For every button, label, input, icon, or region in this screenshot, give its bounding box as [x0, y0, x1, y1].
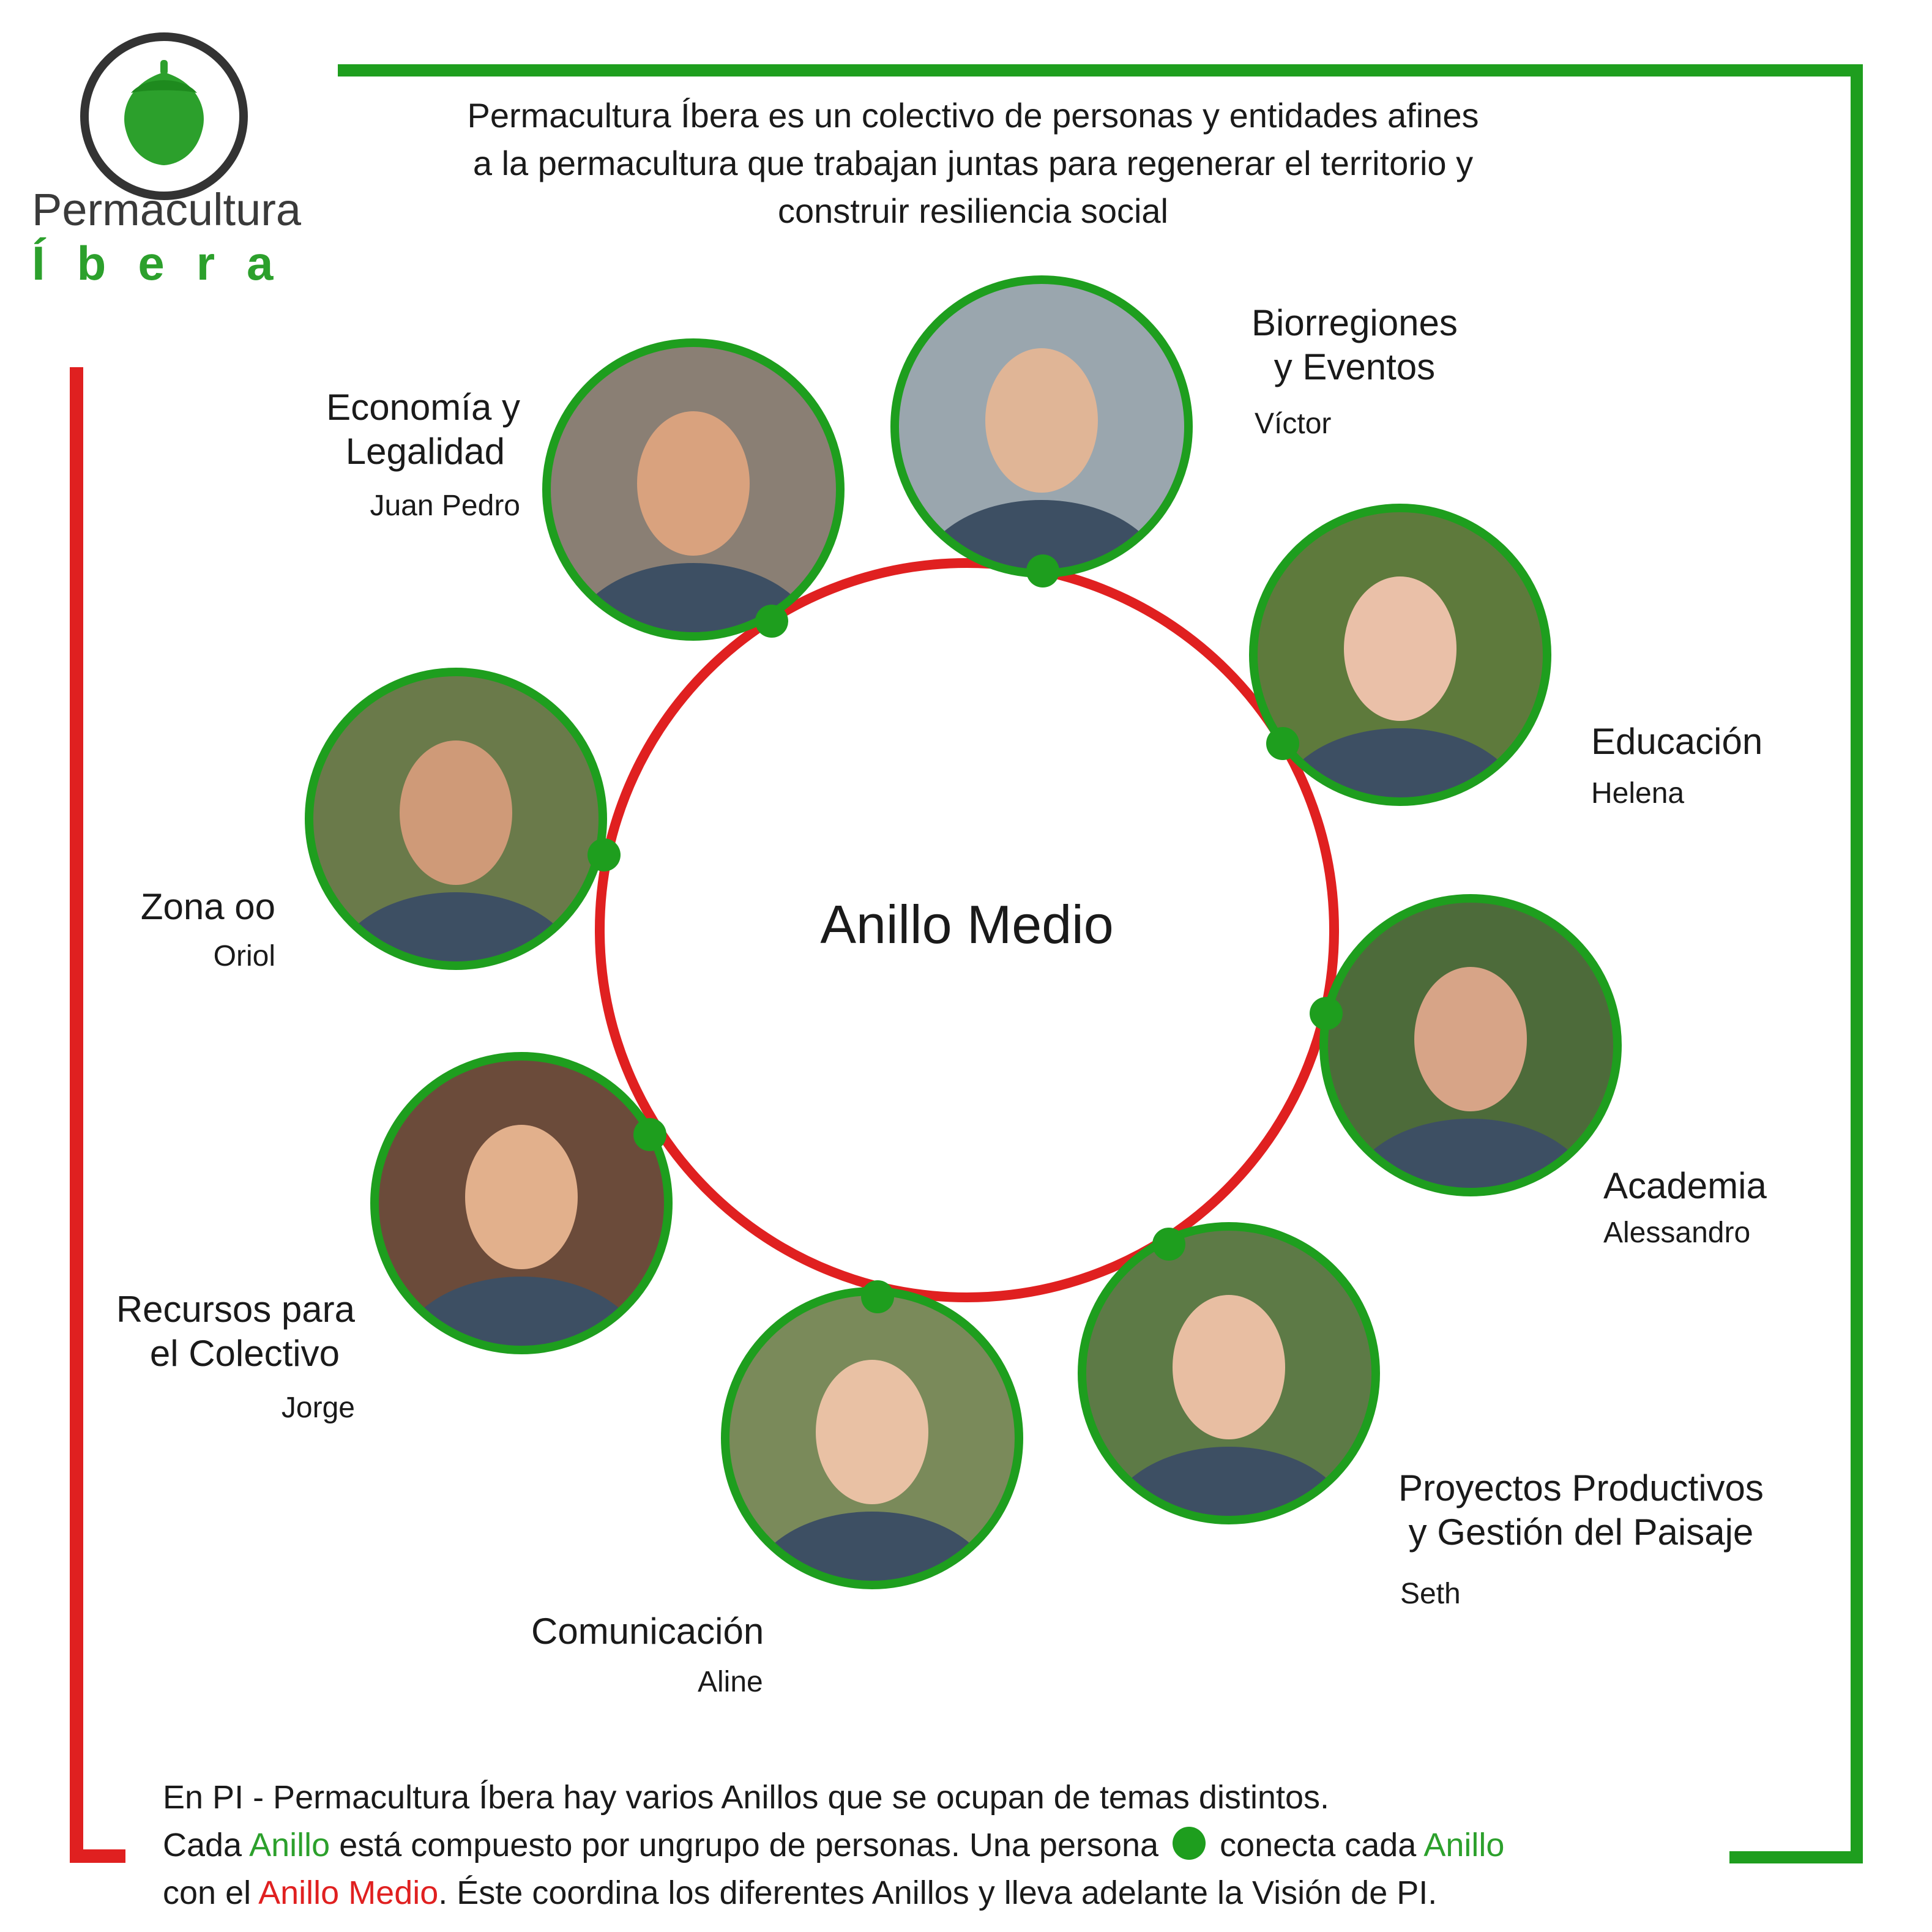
area-line: Proyectos Productivos [1398, 1468, 1764, 1509]
member-avatar [721, 1287, 1023, 1589]
ring-area-recursos: Recursos para el Colectivo [116, 1288, 355, 1376]
intro-line: Permacultura Íbera es un colectivo de pe… [467, 96, 1479, 135]
person-avatar-icon [1326, 901, 1615, 1190]
connector-dot-icon [1152, 1228, 1185, 1261]
footer-highlight-anillo-medio: Anillo Medio [258, 1874, 439, 1911]
connector-dot-icon [1310, 997, 1343, 1030]
footer-highlight-anillo: Anillo [249, 1827, 330, 1863]
ring-area-educacion: Educación [1591, 720, 1762, 764]
member-avatar [1078, 1222, 1380, 1524]
ring-person-helena: Helena [1591, 777, 1685, 810]
ring-person-jorge: Jorge [281, 1392, 355, 1424]
footer-explanation: En PI - Permacultura Íbera hay varios An… [163, 1773, 1815, 1917]
connector-dot-icon [1173, 1827, 1206, 1860]
anillo-medio-ring [595, 558, 1339, 1302]
connector-dot-icon [633, 1118, 666, 1151]
area-line: y Gestión del Paisaje [1408, 1512, 1754, 1553]
area-line: Academia [1603, 1165, 1767, 1206]
center-label: Anillo Medio [820, 894, 1114, 955]
green-frame [338, 64, 1863, 1863]
ring-person-victor: Víctor [1255, 408, 1332, 440]
ring-area-biorregiones: Biorregiones y Eventos [1251, 301, 1458, 389]
red-frame [70, 367, 125, 1863]
connector-dot-icon [1266, 727, 1299, 760]
person-avatar-icon [549, 345, 838, 634]
ring-area-economia: Economía y Legalidad [326, 386, 520, 474]
logo-subtitle: Íbera [32, 236, 305, 290]
ring-person-aline: Aline [698, 1666, 763, 1698]
ring-person-juan-pedro: Juan Pedro [370, 490, 520, 522]
area-line: Comunicación [531, 1611, 764, 1652]
area-line: Zona oo [140, 886, 275, 927]
footer-line: Cada Anillo está compuesto por ungrupo d… [163, 1821, 1815, 1869]
area-line: Legalidad [345, 431, 505, 472]
member-avatar [370, 1052, 673, 1354]
ring-area-academia: Academia [1603, 1164, 1767, 1208]
person-avatar-icon [897, 282, 1186, 571]
logo-wordmark: Permacultura [32, 184, 302, 235]
area-line: el Colectivo [149, 1333, 340, 1374]
ring-person-alessandro: Alessandro [1603, 1217, 1751, 1249]
footer-text: con el [163, 1874, 259, 1911]
ring-area-zona: Zona oo [141, 885, 275, 929]
ring-person-seth: Seth [1400, 1578, 1461, 1610]
footer-line: con el Anillo Medio. Éste coordina los d… [163, 1869, 1815, 1917]
connector-dot-icon [1026, 554, 1059, 587]
acorn-icon [124, 60, 204, 165]
member-avatar [305, 668, 607, 970]
intro-line: construir resiliencia social [777, 192, 1168, 230]
member-avatar [1319, 894, 1622, 1196]
connector-dot-icon [861, 1280, 894, 1313]
ring-area-proyectos: Proyectos Productivos y Gestión del Pais… [1398, 1466, 1764, 1554]
footer-text: está compuesto por ungrupo de personas. … [330, 1827, 1168, 1863]
area-line: Economía y [326, 387, 520, 428]
area-line: Recursos para [116, 1289, 355, 1330]
intro-line: a la permacultura que trabajan juntas pa… [472, 144, 1474, 182]
person-avatar-icon [1256, 510, 1545, 799]
footer-text: Cada [163, 1827, 250, 1863]
intro-text: Permacultura Íbera es un colectivo de pe… [392, 92, 1554, 235]
person-avatar-icon [1084, 1229, 1373, 1518]
member-avatar [890, 275, 1193, 578]
footer-text: conecta cada [1210, 1827, 1424, 1863]
ring-person-oriol: Oriol [213, 940, 275, 972]
person-avatar-icon [728, 1294, 1016, 1583]
person-avatar-icon [377, 1059, 666, 1348]
footer-highlight-anillo: Anillo [1423, 1827, 1505, 1863]
footer-line: En PI - Permacultura Íbera hay varios An… [163, 1779, 1330, 1816]
area-line: Educación [1591, 721, 1763, 762]
logo-emblem [80, 32, 248, 200]
ring-area-comunicacion: Comunicación [531, 1609, 764, 1654]
footer-text: . Éste coordina los diferentes Anillos y… [438, 1874, 1438, 1911]
connector-dot-icon [587, 838, 621, 871]
member-avatar [1249, 504, 1551, 806]
member-avatar [542, 338, 845, 641]
area-line: Biorregiones [1251, 302, 1458, 343]
person-avatar-icon [311, 674, 600, 963]
area-line: y Eventos [1274, 346, 1436, 387]
connector-dot-icon [755, 605, 788, 638]
